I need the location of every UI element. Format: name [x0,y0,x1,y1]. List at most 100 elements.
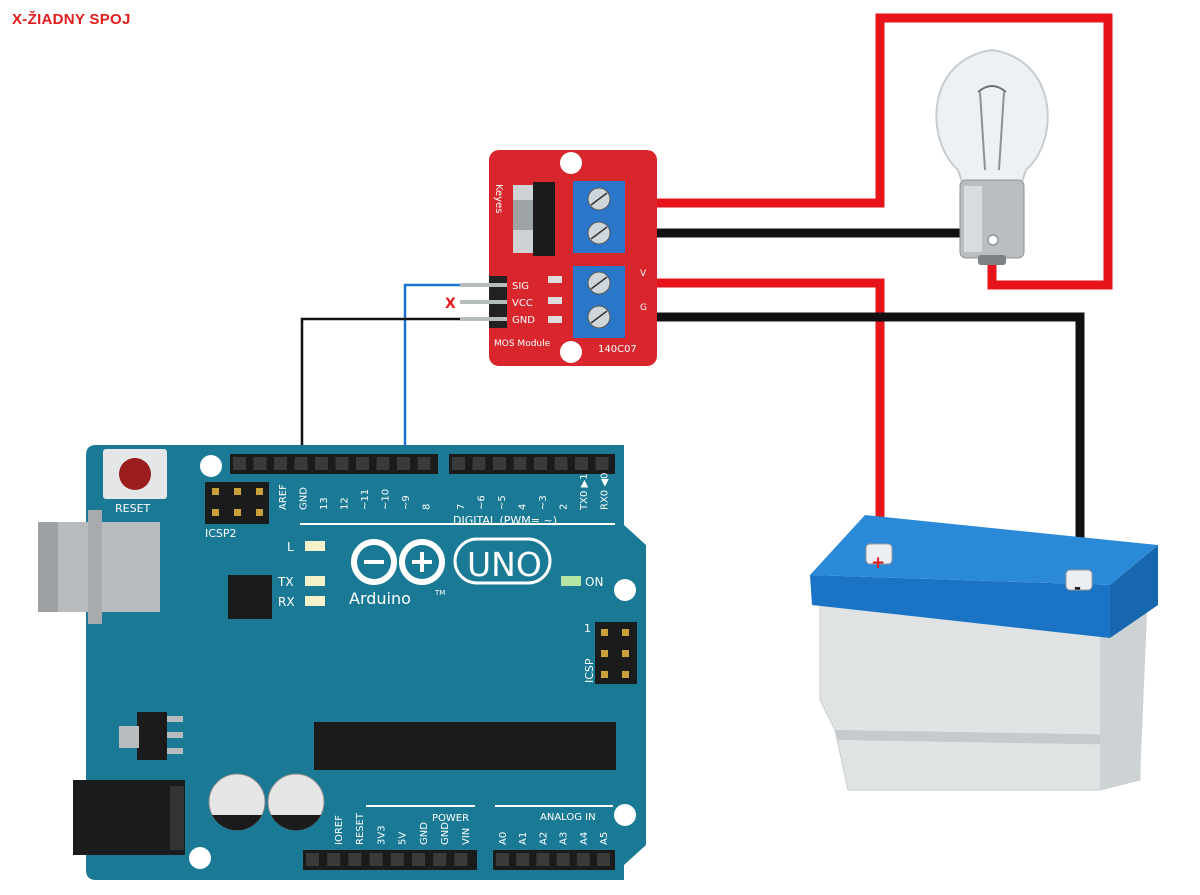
icsp-pin1-label: 1 [584,622,591,635]
pin-socket[interactable] [327,853,341,866]
wire-black-ground [300,317,460,463]
pin-socket[interactable] [417,457,431,470]
battery-minus-label: - [1074,578,1081,598]
battery-lid-side [810,575,1110,638]
analog-label: ANALOG IN [540,812,596,823]
transistor-body [533,182,555,256]
pin-socket[interactable] [369,853,383,866]
led-l-label: L [287,540,294,554]
pin-socket[interactable] [335,457,349,470]
board-hole [189,847,211,869]
board-hole [614,804,636,826]
pin-socket[interactable] [306,853,319,866]
light-bulb [935,48,1049,265]
icsp-label: ICSP [583,658,596,683]
pin-socket[interactable] [575,457,588,470]
pin-vcc-label: VCC [512,298,533,309]
pin-label: GND [440,822,451,845]
pin-socket[interactable] [454,853,468,866]
battery-terminal-minus [1065,569,1093,591]
pin-socket[interactable] [356,457,369,470]
model-label: UNO [467,545,542,584]
arduino-board [86,445,646,880]
pin-label: 5V [398,832,409,845]
pin-sig-label: SIG [512,281,529,292]
pin-label: TX0 ▶1 [579,473,590,511]
tm-label: TM [434,589,445,597]
pin-label: RESET [355,812,366,845]
pin-gnd-label: GND [512,315,535,326]
pin-socket[interactable] [390,853,404,866]
pin-socket[interactable] [253,457,267,470]
led-tx-label: TX [277,575,294,589]
no-connection-mark: X [445,296,456,312]
pin-socket[interactable] [556,853,570,866]
pin-socket[interactable] [496,853,509,866]
pin-socket[interactable] [294,457,308,470]
pin-socket[interactable] [376,457,390,470]
battery-lid-top [810,515,1158,585]
pin-label: ~11 [360,489,371,510]
pin-label: A0 [498,832,509,845]
pin-socket[interactable] [516,853,530,866]
battery-plus-label: + [871,553,885,573]
arduino-uno: RESET ICSP2 L TX RX ON UNO Arduino TM 1 … [38,445,646,880]
uno-badge [453,537,552,585]
pin-label: A1 [518,832,529,845]
pin-label: 3V3 [376,825,387,845]
pin-socket[interactable] [348,853,362,866]
module-name: MOS Module [494,339,551,349]
pin-label: A5 [599,832,610,845]
pin-label: IOREF [334,815,345,845]
pin-socket[interactable] [433,853,447,866]
bulb-glass [935,48,1049,183]
voltage-regulator [137,712,167,760]
pin-label: ~9 [401,495,412,510]
analog-header [493,850,615,870]
pin-label: 13 [319,497,330,510]
pin-socket[interactable] [274,457,287,470]
legend-no-connection: X-ŽIADNY SPOJ [12,11,131,28]
reset-label: RESET [115,502,151,515]
led-rx [305,596,325,606]
pin-socket[interactable] [534,457,547,470]
pin-socket[interactable] [315,457,328,470]
led-tx [305,576,325,586]
pin-label: VIN [461,828,472,845]
mos-module: Keyes V G SIG VCC GND MOS Module 140C07 … [445,150,657,366]
pin-socket[interactable] [493,457,506,470]
usb-chip [228,575,272,619]
pin-label: ~6 [477,495,488,510]
pin-socket[interactable] [397,457,410,470]
module-hole-bottom [560,341,582,363]
capacitors [208,773,325,831]
led-rx-label: RX [278,595,295,609]
pin-label: GND [299,487,310,510]
pin-socket[interactable] [233,457,246,470]
pin-socket[interactable] [576,853,590,866]
pin-label: 4 [518,504,529,510]
wire-blue-signal [403,283,460,463]
led-l [305,541,325,551]
pin-socket[interactable] [472,457,486,470]
board-hole [200,455,222,477]
pin-label: ~5 [497,495,508,510]
analog-pin-labels: A0 A1 A2 A3 A4 A5 [498,832,610,845]
pin-socket[interactable] [513,457,527,470]
digital-header-right [449,454,615,474]
wire-black-battery-minus [625,312,1085,575]
pin-label: 12 [340,497,351,510]
pin-label: AREF [278,484,289,510]
pin-socket[interactable] [452,457,465,470]
pin-socket[interactable] [597,853,610,866]
pin-socket[interactable] [595,457,609,470]
pin-label: A2 [538,832,549,845]
pin-label: A3 [559,832,570,845]
pin-socket[interactable] [554,457,568,470]
power-jack [73,780,185,855]
pin-socket[interactable] [536,853,550,866]
pin-label: A4 [579,832,590,845]
pin-socket[interactable] [412,853,425,866]
